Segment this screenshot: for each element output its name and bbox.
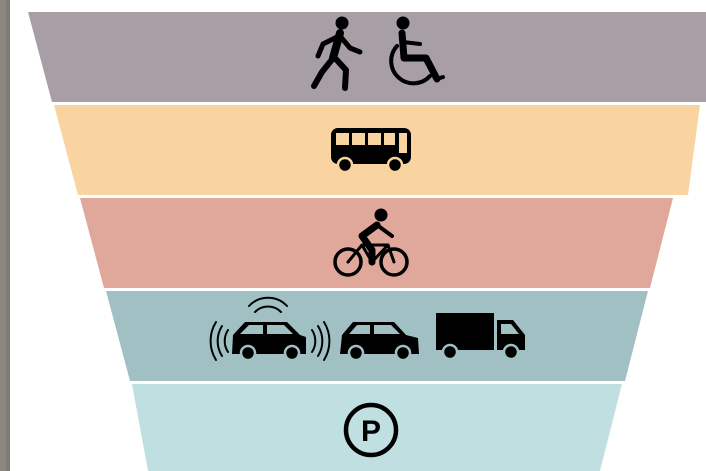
- tier-parking: [132, 384, 622, 471]
- delivery-truck-icon: [436, 313, 525, 361]
- car-icon: [340, 322, 419, 362]
- wheelchair-user-icon: [389, 16, 445, 86]
- parking-label: P: [361, 415, 381, 448]
- bicycle-rider-icon: [333, 208, 409, 277]
- bus-icon: [331, 128, 411, 174]
- tier-bicycling: [80, 198, 673, 288]
- tier-walking: [28, 12, 706, 102]
- connected-car-icon: [209, 296, 331, 362]
- photo-edge-strip: [0, 0, 10, 471]
- parking-icon: P: [343, 402, 399, 458]
- pedestrian-icon: [311, 16, 363, 91]
